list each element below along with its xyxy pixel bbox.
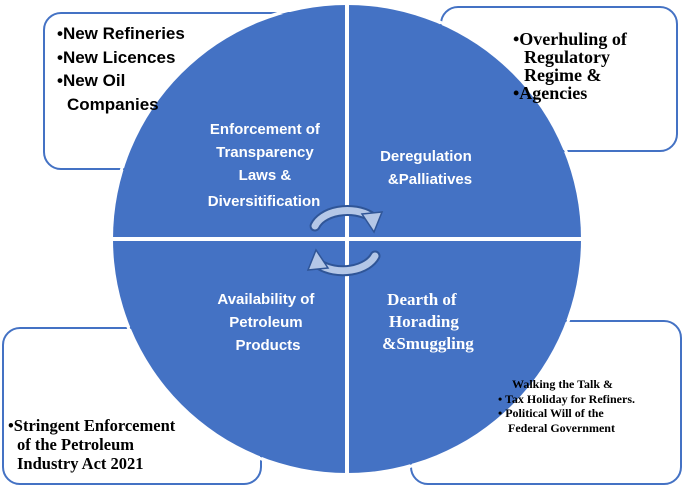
list-item: of the Petroleum bbox=[17, 435, 134, 454]
top-left-item-list: •New Refineries •New Licences •New Oil C… bbox=[57, 22, 185, 116]
list-item: Industry Act 2021 bbox=[17, 454, 144, 473]
quadrant-bottom-left-label: Availability of Petroleum Products bbox=[217, 291, 318, 354]
list-item: •New Licences bbox=[57, 47, 176, 67]
list-item: Regime & bbox=[524, 65, 602, 85]
list-item: Federal Government bbox=[508, 420, 615, 435]
list-item: Regulatory bbox=[524, 47, 610, 67]
list-item: • Tax Holiday for Refiners. bbox=[498, 391, 635, 406]
quadrant-top-right-label: Deregulation &Palliatives bbox=[380, 148, 476, 188]
bottom-left-item-list: •Stringent Enforcement of the Petroleum … bbox=[8, 416, 175, 473]
quadrant-top-left-label: Enforcement of Transparency Laws & Diver… bbox=[208, 121, 324, 210]
list-item: •New Refineries bbox=[57, 24, 185, 43]
list-item: • Political Will of the bbox=[498, 406, 604, 420]
list-item: •New Oil bbox=[57, 71, 126, 90]
list-item: Walking the Talk & bbox=[512, 377, 614, 391]
list-item: •Agencies bbox=[513, 83, 588, 103]
quadrant-bottom-right-label: Dearth of Horading &Smuggling bbox=[382, 290, 474, 353]
list-item: •Overhuling of bbox=[513, 29, 627, 49]
list-item: •Stringent Enforcement bbox=[8, 416, 176, 435]
bottom-right-item-list: Walking the Talk & • Tax Holiday for Ref… bbox=[498, 377, 635, 435]
top-right-item-list: •Overhuling of Regulatory Regime & •Agen… bbox=[513, 30, 627, 102]
list-item: Companies bbox=[67, 94, 159, 114]
cycle-arrow-icon bbox=[306, 204, 384, 277]
